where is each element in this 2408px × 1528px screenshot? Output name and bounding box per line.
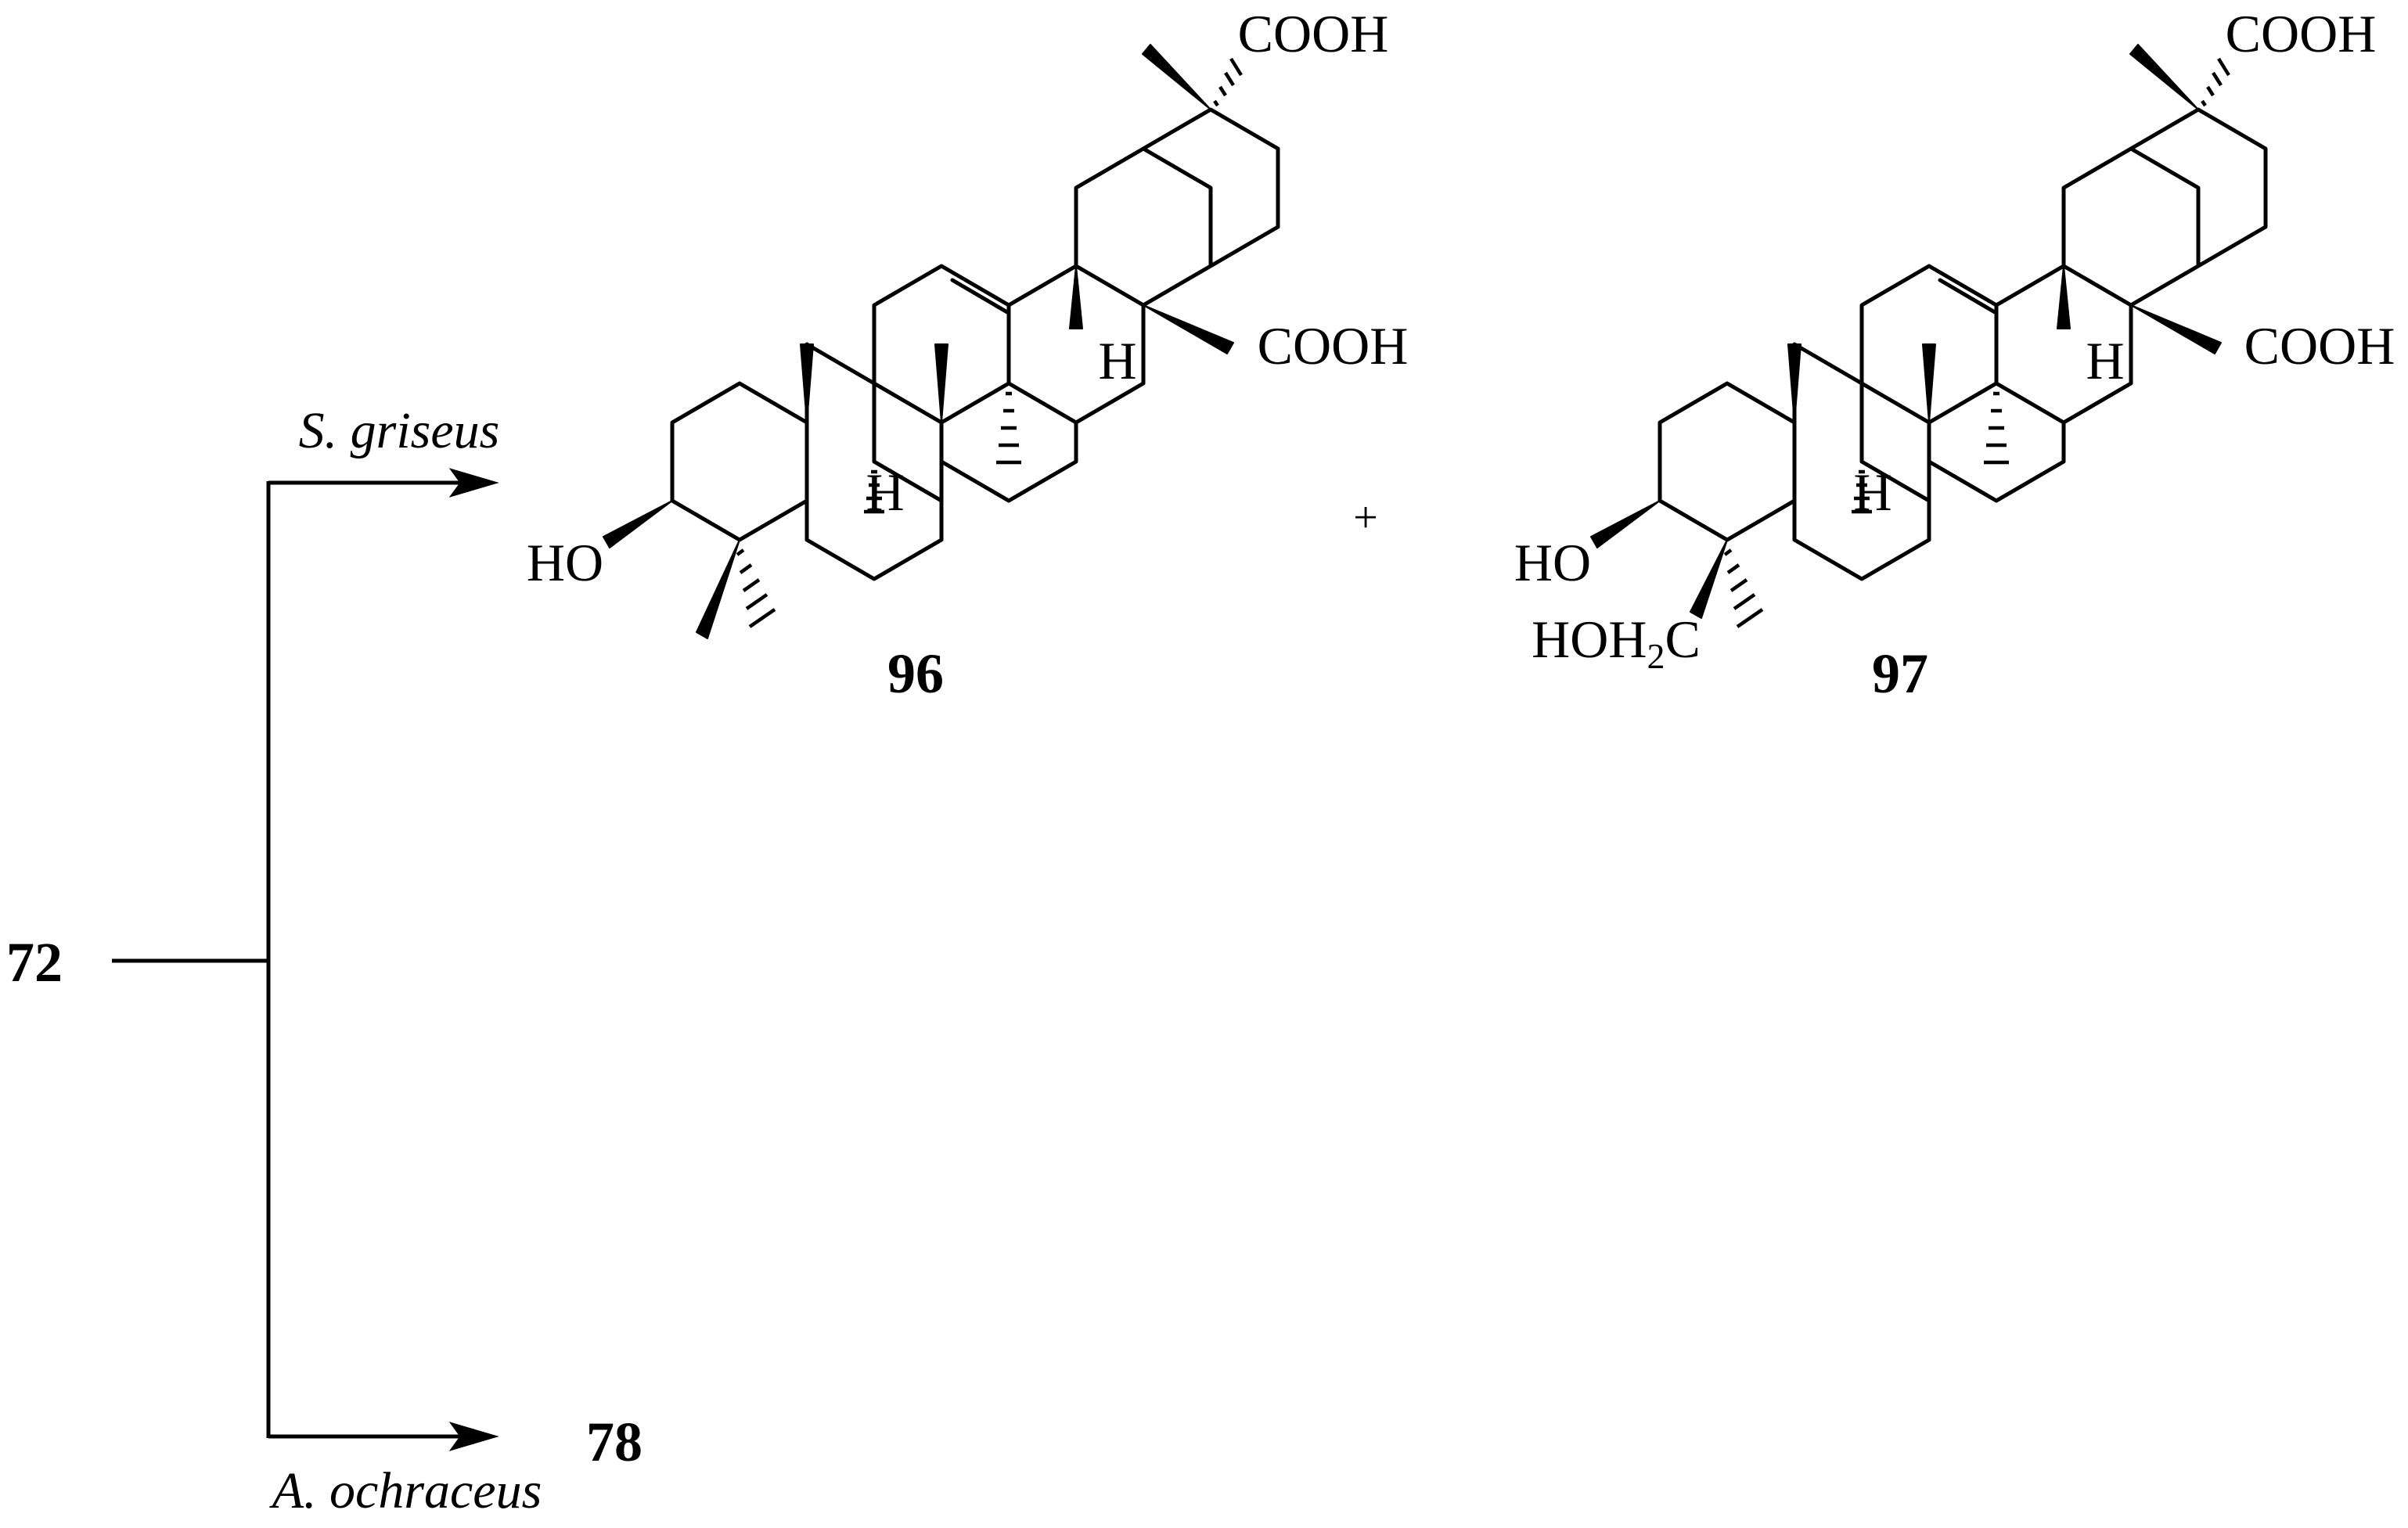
c29-cooh-label: COOH: [2226, 4, 2377, 63]
ring-c-right: [939, 303, 1011, 425]
ring-d: [1006, 264, 1146, 425]
ring-e-top: [1141, 107, 1280, 268]
c9-h-hash: [1852, 469, 1872, 514]
c12-c13-double-bond: [950, 278, 1010, 315]
organism-a-ochraceus: A. ochraceus: [269, 1462, 542, 1519]
compound-72-label: 72: [6, 931, 63, 994]
c8-methyl-wedge: [1922, 343, 1936, 423]
compound-78-label: 78: [586, 1411, 642, 1473]
c20-methyl-wedge: [1142, 44, 1211, 110]
c9-h-label: H: [1853, 462, 1891, 522]
c18-h-label: H: [2086, 331, 2124, 390]
ring-c-upper: [872, 264, 1011, 386]
plus-sign: +: [1353, 494, 1378, 542]
c18-h-wedge: [1069, 265, 1083, 329]
c3-oh-label: HO: [527, 533, 603, 592]
c20-cooh-hash: [2201, 57, 2230, 107]
c23-hydroxymethyl-label: HOH2C: [1532, 609, 1701, 676]
c3-oh-wedge: [1590, 500, 1661, 548]
compound-97-label: 97: [1872, 642, 1928, 705]
c28-cooh-label: COOH: [2244, 316, 2395, 376]
ring-d: [1994, 264, 2133, 425]
ring-c-upper: [1859, 264, 1999, 386]
c20-methyl-wedge: [2129, 44, 2199, 110]
branch-arrows: [112, 468, 499, 1451]
c10-methyl-wedge: [1787, 343, 1802, 423]
ring-e: [1074, 146, 1213, 307]
c28-cooh-label: COOH: [1258, 316, 1409, 376]
ring-e-lower: [939, 420, 1078, 503]
ring-e-top: [2129, 107, 2268, 268]
top-arrow-head: [448, 468, 499, 498]
c18-h-label: H: [1098, 331, 1136, 390]
c12-c13-double-bond: [1938, 278, 1997, 315]
ring-a: [670, 381, 809, 542]
c8-methyl-wedge: [934, 343, 948, 423]
compound-96-label: 96: [887, 642, 944, 705]
c18-h-wedge: [2057, 265, 2071, 329]
bottom-arrow-head: [448, 1422, 499, 1451]
c10-methyl-wedge: [800, 343, 814, 423]
structure-96: HO H H COOH COOH: [527, 4, 1409, 639]
structure-97: HO HOH2C H H COOH COOH: [1514, 4, 2395, 676]
c4-methyl-hash: [1723, 548, 1764, 628]
c29-cooh-label: COOH: [1238, 4, 1389, 63]
c14-methyl-hash: [1984, 391, 2009, 465]
c4-hydroxymethyl-wedge: [1690, 539, 1728, 619]
c17-cooh-wedge: [1143, 304, 1234, 354]
c3-oh-wedge: [603, 500, 673, 548]
organism-s-griseus: S. griseus: [299, 402, 500, 459]
ring-a: [1658, 381, 1797, 542]
c9-h-label: H: [866, 462, 904, 522]
c3-oh-label: HO: [1514, 533, 1591, 592]
c9-h-hash: [864, 469, 884, 514]
c4-methyl-wedge: [696, 539, 740, 639]
c4-methyl-hash: [736, 548, 776, 628]
ring-e: [2061, 146, 2201, 307]
c17-cooh-wedge: [2130, 304, 2222, 354]
ring-e-lower: [1927, 420, 2066, 503]
ring-c-right: [1927, 303, 1999, 425]
c14-methyl-hash: [996, 391, 1021, 465]
c20-cooh-hash: [1213, 57, 1243, 107]
